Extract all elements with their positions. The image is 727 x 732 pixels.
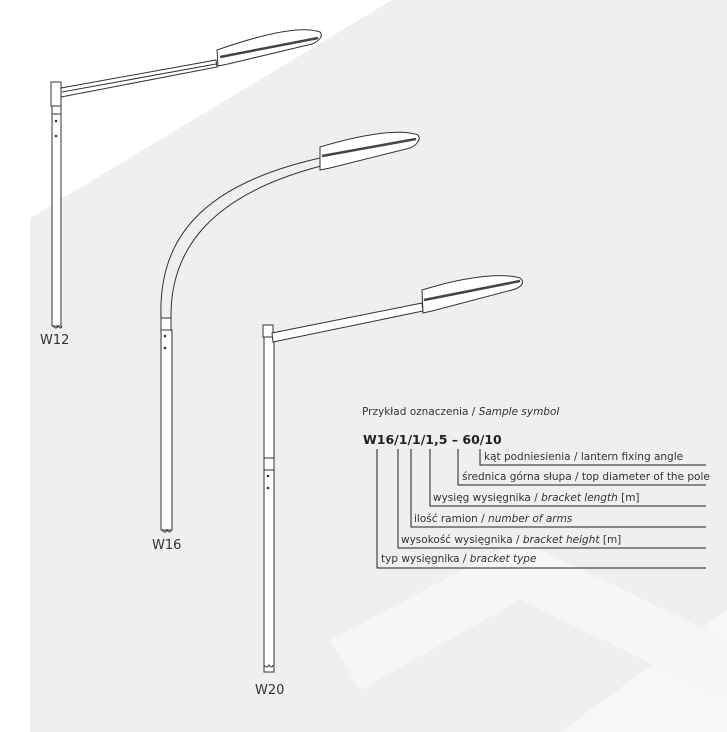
legend-title: Przykład oznaczenia / Sample symbol — [362, 406, 560, 418]
legend-item: wysięg wysięgnika / bracket length [m] — [433, 492, 640, 504]
sample-code: W16/1/1/1,5 – 60/10 — [363, 432, 502, 447]
lamp-w20 — [262, 275, 523, 673]
model-label-w20: W20 — [255, 683, 285, 698]
legend-item: typ wysięgnika / bracket type — [381, 553, 537, 565]
legend-item: średnica górna słupa / top diameter of t… — [462, 471, 710, 483]
legend-item: wysokość wysięgnika / bracket height [m] — [401, 534, 622, 546]
legend-item: ilość ramion / number of arms — [414, 513, 573, 525]
model-label-w16: W16 — [152, 538, 182, 553]
lamp-w16 — [160, 131, 420, 533]
legend-item: kąt podniesienia / lantern fixing angle — [484, 451, 684, 463]
legend-leader-lines — [376, 449, 706, 569]
legend-title-en: Sample symbol — [478, 406, 560, 418]
legend-title-pl: Przykład oznaczenia — [362, 406, 469, 418]
model-label-w12: W12 — [40, 333, 70, 348]
lamp-w12 — [50, 29, 322, 329]
